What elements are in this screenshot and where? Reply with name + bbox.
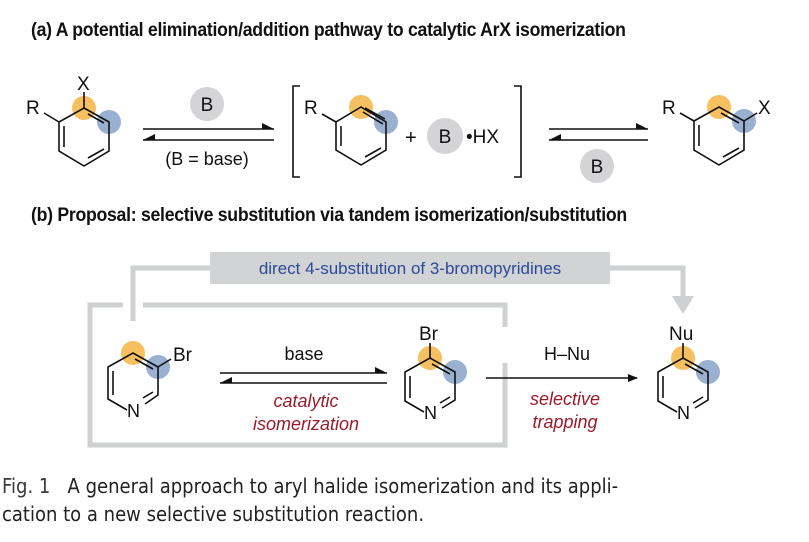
base-label: B <box>439 127 452 148</box>
base-circle <box>427 118 463 154</box>
inner-box-left <box>87 302 508 448</box>
nitrogen-label: N <box>677 403 690 423</box>
base-circle <box>190 87 224 121</box>
isomerization-label: isomerization <box>253 414 359 434</box>
aryne-intermediate: R + B •HX <box>304 95 499 166</box>
r-group-label: R <box>662 98 676 119</box>
base-reagent-label: base <box>284 344 323 364</box>
r-group-label: R <box>304 98 318 119</box>
isomerization-arrow: base catalytic isomerization <box>220 344 387 434</box>
nitrogen-label: N <box>127 401 140 421</box>
panel-a-heading: (a) A potential elimination/addition pat… <box>31 20 626 41</box>
nucleophile-label: Nu <box>669 324 693 345</box>
aryl-halide-product: R X <box>662 95 771 166</box>
catalytic-label: catalytic <box>273 391 338 411</box>
caption-text-1: A general approach to aryl halide isomer… <box>67 474 619 498</box>
base-definition: (B = base) <box>165 149 249 169</box>
bromine-label: Br <box>419 324 439 345</box>
base-circle <box>580 149 614 183</box>
trapping-arrow: H–Nu selective trapping <box>486 344 638 432</box>
trapping-label: trapping <box>532 412 597 432</box>
figure-caption: Fig. 1 A general approach to aryl halide… <box>2 472 618 528</box>
4-substituted-pyridine: N Nu <box>657 324 720 423</box>
caption-line-2: cation to a new selective substitution r… <box>2 502 425 526</box>
caption-line-1: Fig. 1 A general approach to aryl halide… <box>2 472 618 500</box>
bromine-label: Br <box>173 345 193 366</box>
r-group-label: R <box>26 98 40 119</box>
3-bromopyridine: N Br <box>107 341 193 421</box>
aryl-halide-start: X R <box>26 74 121 167</box>
equilibrium-arrow-2: B <box>549 123 648 183</box>
panel-b-heading: (b) Proposal: selective substitution via… <box>31 205 627 226</box>
halide-label: X <box>758 98 771 119</box>
nucleophile-reagent-label: H–Nu <box>544 344 590 364</box>
selective-label: selective <box>530 389 600 409</box>
right-bracket <box>514 85 522 178</box>
4-bromopyridine: N Br <box>404 324 467 423</box>
hx-salt-label: •HX <box>466 127 499 148</box>
base-label: B <box>201 95 214 116</box>
halide-label: X <box>77 74 90 95</box>
nitrogen-label: N <box>424 403 437 423</box>
base-label: B <box>591 157 604 178</box>
banner-box <box>210 252 610 284</box>
banner-text: direct 4-substitution of 3-bromopyridine… <box>259 259 561 278</box>
plus-sign: + <box>405 127 417 149</box>
figure-label: Fig. 1 <box>2 474 51 498</box>
direct-route-arrowhead <box>672 296 694 314</box>
inner-box-top <box>143 302 508 327</box>
left-bracket <box>292 85 300 178</box>
equilibrium-arrow-1: B (B = base) <box>143 87 274 169</box>
